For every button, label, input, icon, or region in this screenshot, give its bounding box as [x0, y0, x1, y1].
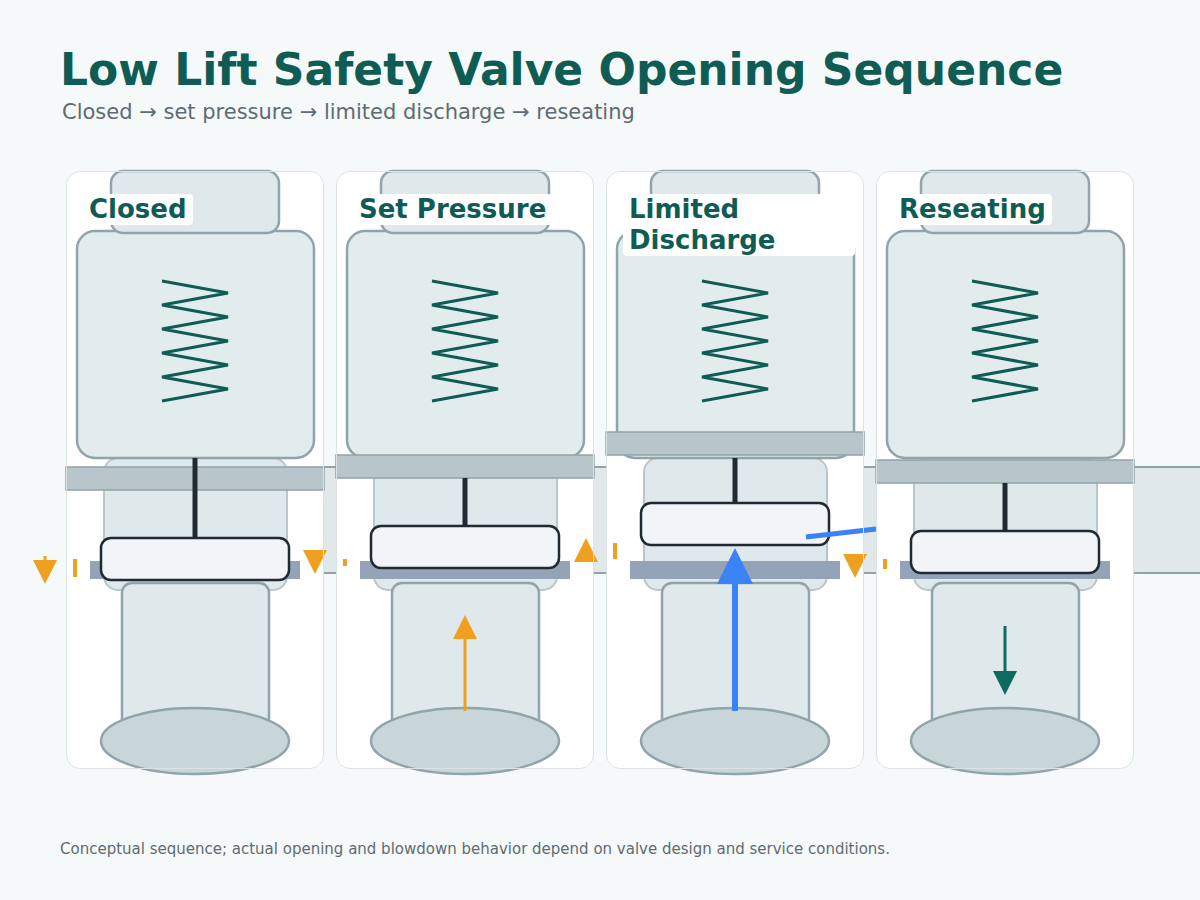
stage-heading: Closed: [83, 194, 193, 225]
subtitle: Closed → set pressure → limited discharg…: [62, 100, 635, 124]
caption-note: Conceptual sequence; actual opening and …: [60, 840, 890, 858]
stage-heading: Reseating: [893, 194, 1052, 225]
stage-panel: Reseating: [876, 171, 1134, 769]
stage-heading: Set Pressure: [353, 194, 552, 225]
stage-panel: Limited Discharge: [606, 171, 864, 769]
stage-panel: Set Pressure: [336, 171, 594, 769]
diagram-title: Low Lift Safety Valve Opening Sequence: [60, 44, 1063, 95]
stage-panel: Closed: [66, 171, 324, 769]
stage-heading: Limited Discharge: [623, 194, 855, 256]
